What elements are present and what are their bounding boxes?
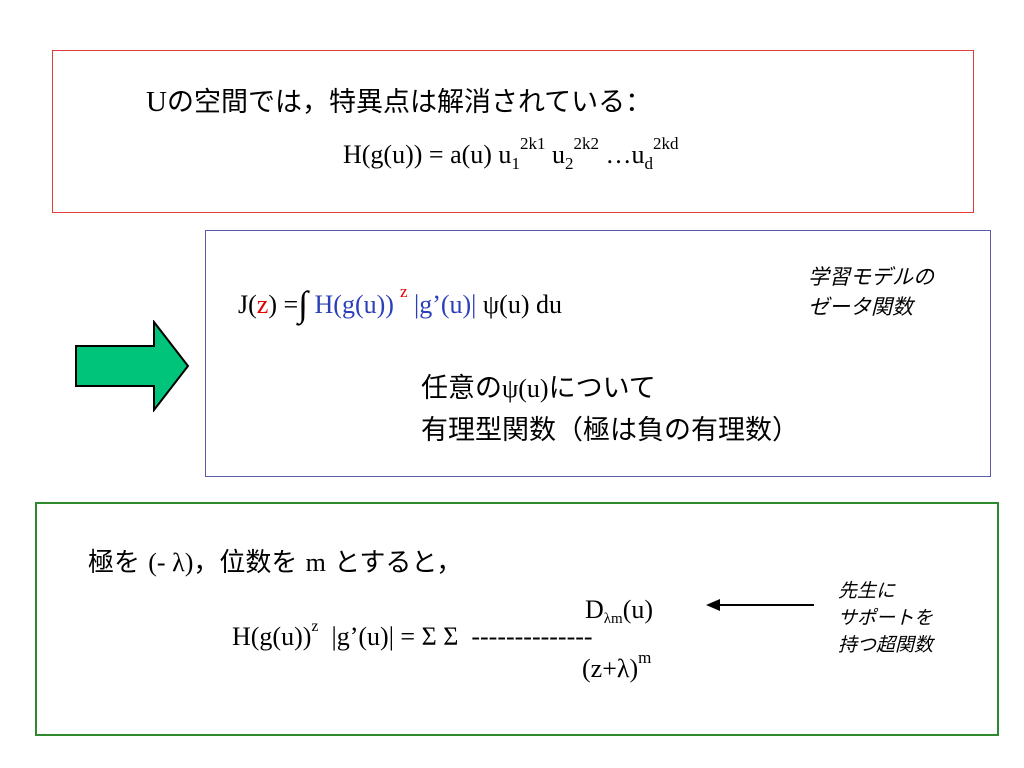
denominator: (z+λ)m — [582, 648, 652, 683]
zeta-property-line2: 有理型関数（極は負の有理数） — [421, 415, 799, 446]
resolution-box — [52, 50, 974, 213]
right-arrow-icon — [74, 319, 190, 416]
numerator: Dλm(u) — [585, 595, 654, 627]
distribution-annotation: 先生にサポートを持つ超関数 — [838, 580, 934, 656]
resolution-statement: Uの空間では，特異点は解消されている： — [146, 86, 653, 118]
zeta-property-line1: 任意のψ(u)について — [421, 373, 656, 404]
zeta-function-box — [205, 230, 991, 477]
left-arrow-icon — [706, 595, 816, 619]
pole-expansion-box — [35, 502, 999, 736]
zeta-integral-formula: J(z) =∫ H(g(u))z |g’(u)| ψ(u) du — [238, 282, 562, 324]
normal-crossing-formula: H(g(u)) = a(u) u12k1 u22k2 …ud2kd — [343, 134, 679, 173]
pole-statement: 極を (- λ)，位数を m とすると， — [88, 548, 463, 578]
zeta-annotation: 学習モデルのゼータ関数 — [808, 265, 934, 319]
expansion-formula: H(g(u))z |g’(u)| = Σ Σ -------------- — [232, 618, 593, 651]
